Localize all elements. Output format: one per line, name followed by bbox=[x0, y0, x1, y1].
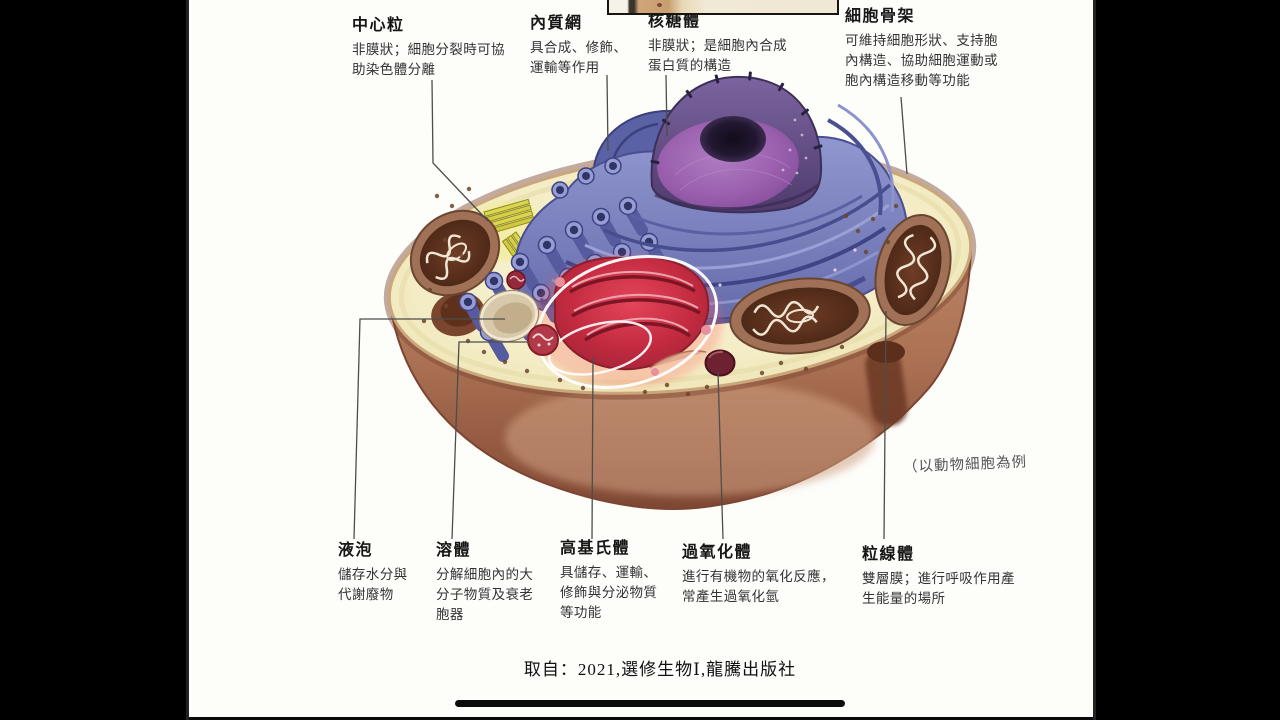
bottom-rule bbox=[455, 700, 845, 707]
label-lysosome: 溶體 分解細胞內的大 分子物質及衰老 胞器 bbox=[436, 541, 551, 625]
label-centriole-desc: 非膜狀；細胞分裂時可協 助染色體分離 bbox=[352, 42, 505, 77]
label-er-title: 內質網 bbox=[530, 15, 583, 32]
top-image-detail-dot bbox=[657, 3, 662, 7]
bottom-edge-strip bbox=[0, 717, 1280, 720]
label-centriole-title: 中心粒 bbox=[352, 17, 405, 34]
peroxisome bbox=[704, 349, 736, 377]
citation: 取自：2021,選修生物Ⅰ,龍騰出版社 bbox=[523, 660, 797, 679]
label-mitochondrion-title: 粒線體 bbox=[862, 546, 915, 563]
mitochondrion-right-upper bbox=[874, 213, 952, 327]
leader-line-cytoskeleton bbox=[900, 96, 908, 175]
label-cytoskeleton-title: 細胞骨架 bbox=[845, 8, 916, 25]
label-ribosome: 核糖體 非膜狀；是細胞內合成 蛋白質的構造 bbox=[648, 12, 818, 76]
label-cytoskeleton-desc: 可維持細胞形狀、支持胞 內構造、協助細胞運動或 胞內構造移動等功能 bbox=[845, 33, 998, 88]
leader-line-ribosome bbox=[665, 74, 668, 137]
label-vacuole-title: 液泡 bbox=[338, 542, 374, 559]
nucleus bbox=[650, 71, 823, 214]
vacuole bbox=[478, 289, 540, 343]
ribosome-dots bbox=[421, 186, 899, 397]
label-ribosome-desc: 非膜狀；是細胞內合成 蛋白質的構造 bbox=[648, 38, 787, 73]
label-cytoskeleton: 細胞骨架 可維持細胞形狀、支持胞 內構造、協助細胞運動或 胞內構造移動等功能 bbox=[845, 7, 1067, 91]
leader-line-lysosome bbox=[451, 341, 529, 540]
mitochondrion-left bbox=[409, 209, 501, 297]
membrane-channel bbox=[865, 341, 908, 426]
leader-line-centriole bbox=[431, 79, 489, 222]
mitochondrion-right bbox=[729, 277, 871, 355]
label-mitochondrion-desc: 雙層膜；進行呼吸作用產 生能量的場所 bbox=[862, 571, 1015, 606]
label-vacuole-desc: 儲存水分與 代謝廢物 bbox=[338, 567, 408, 602]
label-golgi-title: 高基氏體 bbox=[560, 540, 631, 557]
leader-lines bbox=[353, 74, 908, 540]
lysosome-small bbox=[506, 270, 526, 290]
label-peroxisome-title: 過氧化體 bbox=[682, 544, 753, 561]
nucleolus bbox=[700, 116, 766, 162]
letterbox-bar-right bbox=[1093, 0, 1280, 720]
letterbox-bar-left bbox=[0, 0, 189, 720]
leader-line-golgi bbox=[591, 356, 594, 540]
leader-line-peroxisome bbox=[717, 371, 724, 540]
label-mitochondrion: 粒線體 雙層膜；進行呼吸作用產 生能量的場所 bbox=[862, 545, 1093, 609]
golgi-apparatus bbox=[531, 255, 723, 389]
label-lysosome-title: 溶體 bbox=[436, 542, 472, 559]
label-peroxisome-desc: 進行有機物的氧化反應， 常產生過氧化氫 bbox=[682, 569, 835, 604]
lysosome bbox=[527, 324, 559, 356]
nuclear-pores bbox=[650, 71, 823, 165]
label-golgi-desc: 具儲存、運輸、 修飾與分泌物質 等功能 bbox=[560, 565, 658, 620]
label-ribosome-title: 核糖體 bbox=[648, 13, 701, 30]
leader-line-er bbox=[606, 74, 609, 152]
top-partial-image bbox=[607, 0, 839, 15]
label-endoplasmic-reticulum: 內質網 具合成、修飾、 運輸等作用 bbox=[530, 14, 660, 78]
label-peroxisome: 過氧化體 進行有機物的氧化反應， 常產生過氧化氫 bbox=[682, 543, 852, 607]
leader-line-vacuole bbox=[353, 318, 505, 540]
label-er-desc: 具合成、修飾、 運輸等作用 bbox=[530, 40, 628, 75]
label-lysosome-desc: 分解細胞內的大 分子物質及衰老 胞器 bbox=[436, 567, 534, 622]
label-vacuole: 液泡 儲存水分與 代謝廢物 bbox=[338, 541, 433, 605]
leader-line-mitochondrion bbox=[883, 310, 887, 540]
label-golgi: 高基氏體 具儲存、運輸、 修飾與分泌物質 等功能 bbox=[560, 539, 675, 623]
label-centriole: 中心粒 非膜狀；細胞分裂時可協 助染色體分離 bbox=[352, 16, 522, 80]
